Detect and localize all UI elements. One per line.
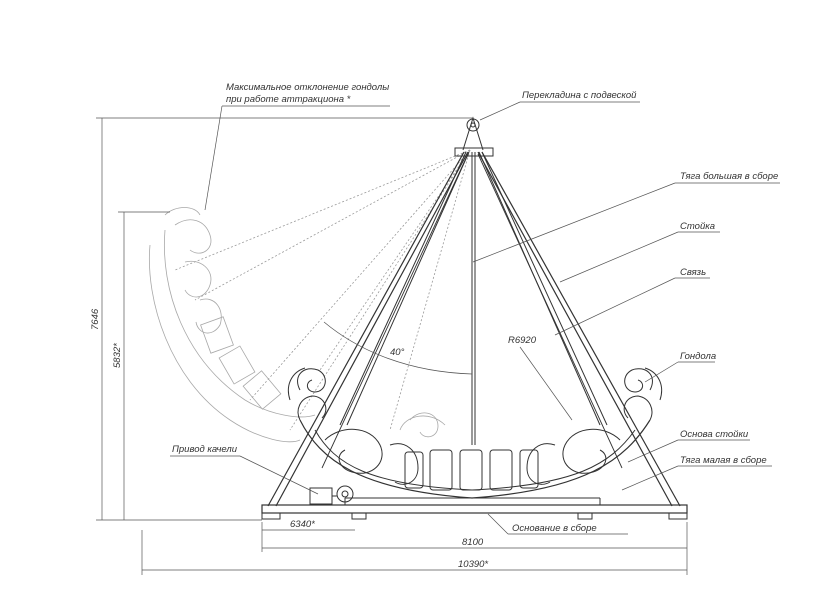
gondola-body [287,367,663,499]
dim-height-total: 7646 [90,308,101,330]
base-frame [261,485,688,520]
label-base-assembly: Основание в сборе [512,523,597,534]
label-swing-drive: Привод качели [172,444,238,455]
label-max-deflection-1: Максимальное отклонение гондолы [226,82,389,93]
label-stand-base: Основа стойки [680,429,749,440]
label-stand: Стойка [680,221,715,232]
label-link: Связь [680,267,706,278]
dim-width-total: 10390* [458,559,488,570]
label-crossbar: Перекладина с подвеской [522,90,637,101]
ghost-gondola [149,149,471,443]
leader-lines [170,101,780,535]
label-max-deflection-2: при работе аттракциона * [226,94,351,105]
dim-width-base: 8100 [462,537,484,548]
dim-angle: 40° [390,347,405,358]
a-frame [267,116,681,507]
label-radius: R6920 [508,335,537,346]
label-big-rod: Тяга большая в сборе [680,171,778,182]
label-gondola: Гондола [680,351,716,362]
label-small-rod: Тяга малая в сборе [680,455,767,466]
dimension-lines [96,117,688,575]
dim-offset: 6340* [290,519,315,530]
dim-height-max: 5832* [112,343,123,368]
